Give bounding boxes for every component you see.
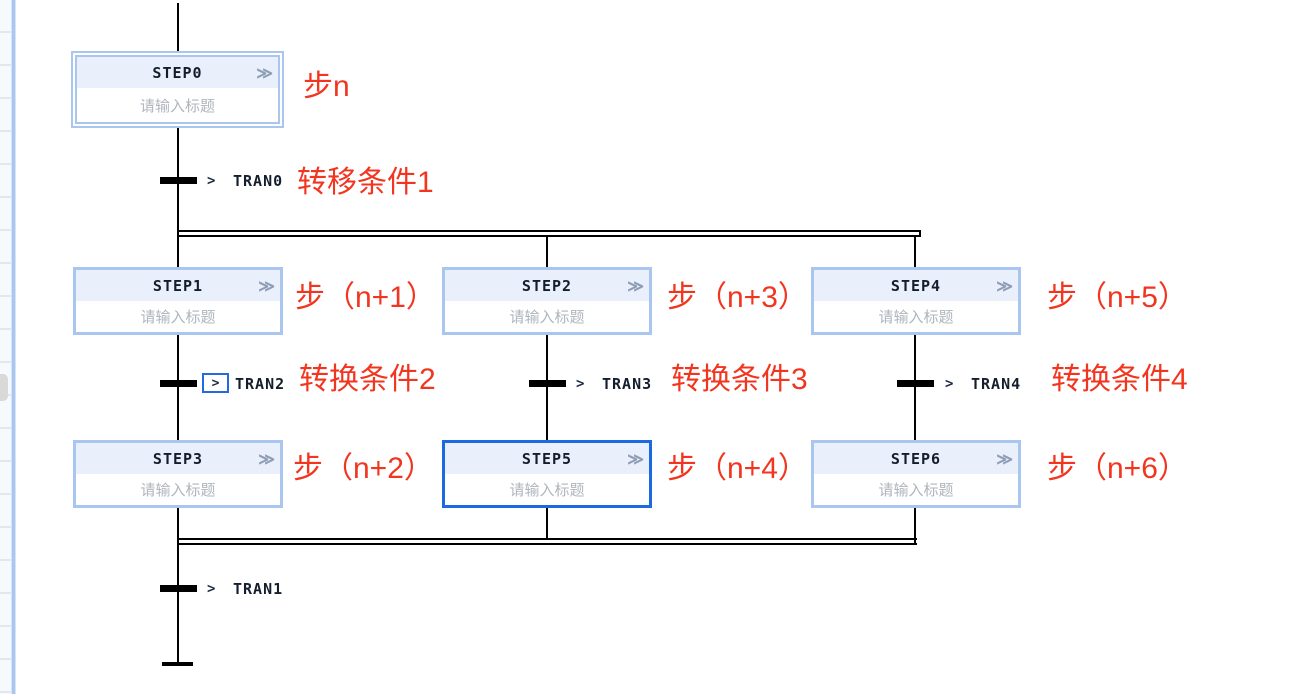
step-title: STEP5: [521, 449, 573, 468]
expand-icon[interactable]: ≫: [627, 449, 644, 468]
step-node-step1[interactable]: STEP1 ≫ 请输入标题: [73, 267, 283, 335]
step-title: STEP3: [152, 449, 204, 468]
transition-label-tran2[interactable]: TRAN2: [235, 375, 286, 393]
transition-bar-tran0[interactable]: [160, 177, 197, 184]
step-title: STEP2: [521, 276, 573, 295]
annotation-condition-4: 转换条件4: [1051, 363, 1188, 396]
expand-icon[interactable]: ≫: [627, 276, 644, 295]
step-caption-input[interactable]: 请输入标题: [77, 88, 278, 122]
step-node-step5[interactable]: STEP5 ≫ 请输入标题: [442, 440, 652, 508]
annotation-step-n4: 步（n+4）: [667, 452, 808, 485]
step-title: STEP4: [890, 276, 942, 295]
transition-chevron-icon: >: [211, 375, 220, 391]
step-caption-input[interactable]: 请输入标题: [814, 301, 1018, 332]
transition-bar-tran4[interactable]: [897, 380, 934, 387]
step-node-step6[interactable]: STEP6 ≫ 请输入标题: [811, 440, 1021, 508]
transition-label-tran1[interactable]: TRAN1: [233, 580, 284, 598]
parallel-merge-line-bottom: [177, 543, 917, 545]
step-node-step3[interactable]: STEP3 ≫ 请输入标题: [73, 440, 283, 508]
transition-chevron-icon[interactable]: >: [576, 376, 585, 392]
annotation-step-n: 步n: [303, 70, 350, 103]
transition-bar-tran1[interactable]: [160, 585, 197, 592]
expand-icon[interactable]: ≫: [258, 276, 275, 295]
parallel-split-right-cap: [919, 230, 921, 237]
flow-line-branch-3: [914, 237, 916, 545]
panel-splitter[interactable]: [11, 0, 16, 694]
step-caption-input[interactable]: 请输入标题: [814, 474, 1018, 505]
panel-scrollbar-thumb[interactable]: [0, 374, 8, 401]
annotation-step-n3: 步（n+3）: [667, 281, 808, 314]
step-title: STEP0: [152, 63, 203, 82]
transition-bar-tran2[interactable]: [160, 380, 197, 387]
expand-icon[interactable]: ≫: [996, 276, 1013, 295]
step-title: STEP1: [152, 276, 204, 295]
annotation-condition-3: 转换条件3: [671, 363, 808, 396]
annotation-condition-1: 转移条件1: [297, 166, 434, 199]
expand-icon[interactable]: ≫: [256, 63, 273, 82]
expand-icon[interactable]: ≫: [258, 449, 275, 468]
parallel-split-line-top: [177, 230, 921, 232]
left-tree-panel: [0, 0, 11, 694]
annotation-step-n1: 步（n+1）: [295, 281, 436, 314]
step-caption-input[interactable]: 请输入标题: [76, 301, 280, 332]
step-caption-input[interactable]: 请输入标题: [445, 474, 649, 505]
step-caption-input[interactable]: 请输入标题: [445, 301, 649, 332]
step-node-step0[interactable]: STEP0 ≫ 请输入标题: [71, 51, 284, 128]
expand-icon[interactable]: ≫: [996, 449, 1013, 468]
transition-label-tran0[interactable]: TRAN0: [233, 172, 284, 190]
annotation-condition-2: 转换条件2: [299, 363, 436, 396]
flow-end-terminator: [162, 662, 193, 666]
step-node-step4[interactable]: STEP4 ≫ 请输入标题: [811, 267, 1021, 335]
transition-chevron-icon[interactable]: >: [207, 581, 216, 597]
transition-label-tran4[interactable]: TRAN4: [971, 375, 1022, 393]
transition-chevron-icon[interactable]: >: [945, 376, 954, 392]
flow-line-branch-2: [546, 237, 548, 539]
step-caption-input[interactable]: 请输入标题: [76, 474, 280, 505]
parallel-split-line-bottom: [177, 235, 921, 237]
transition-bar-tran3[interactable]: [529, 380, 566, 387]
step-node-step2[interactable]: STEP2 ≫ 请输入标题: [442, 267, 652, 335]
parallel-merge-line-top: [177, 538, 917, 540]
transition-label-tran3[interactable]: TRAN3: [602, 375, 653, 393]
annotation-step-n6: 步（n+6）: [1047, 452, 1188, 485]
step-title: STEP6: [890, 449, 942, 468]
transition-chevron-button-selected[interactable]: >: [202, 373, 229, 393]
annotation-step-n2: 步（n+2）: [293, 452, 434, 485]
annotation-step-n5: 步（n+5）: [1047, 281, 1188, 314]
transition-chevron-icon[interactable]: >: [207, 173, 216, 189]
